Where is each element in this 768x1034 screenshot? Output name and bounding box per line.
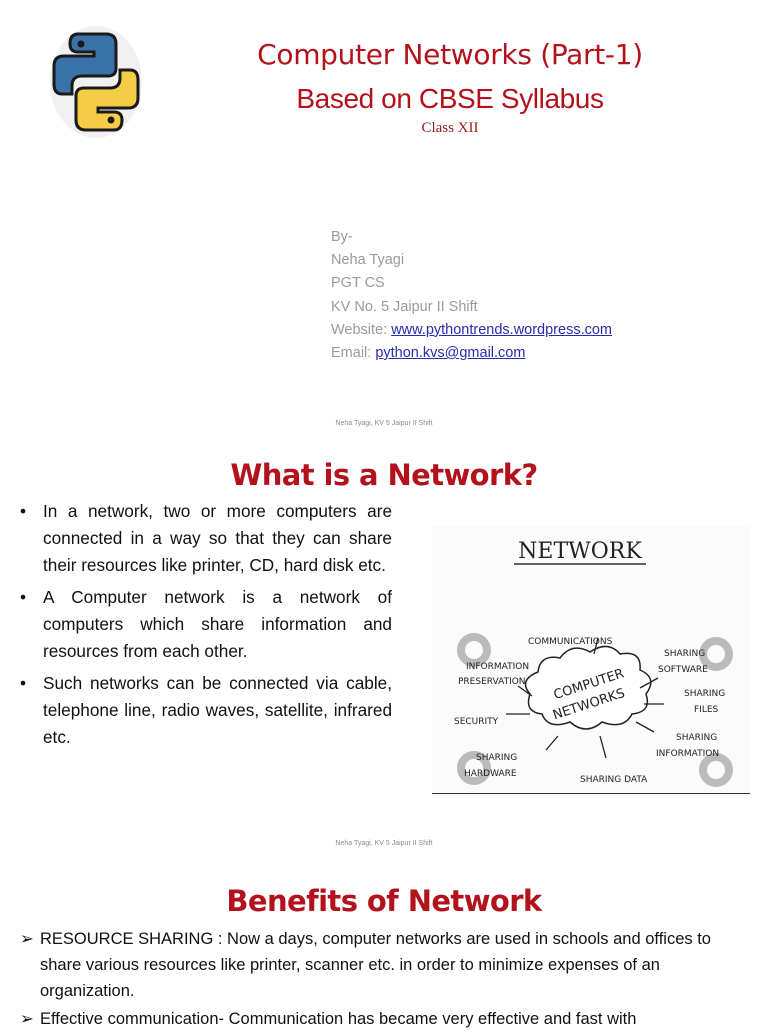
slide-footer: Neha Tyagi, KV 5 Jaipur II Shift — [335, 840, 433, 847]
class-label: Class XII — [421, 120, 479, 136]
bullet-item: •Such networks can be connected via cabl… — [20, 670, 392, 751]
website-link[interactable]: www.pythontrends.wordpress.com — [391, 321, 613, 338]
svg-text:SHARING: SHARING — [676, 733, 717, 743]
svg-text:SECURITY: SECURITY — [454, 717, 499, 727]
bullet-icon: • — [20, 673, 27, 693]
slide-title: What is a Network? — [230, 458, 538, 492]
author-block: By- Neha Tyagi PGT CS KV No. 5 Jaipur II… — [331, 226, 612, 365]
author-designation: PGT CS — [331, 275, 385, 292]
svg-text:INFORMATION: INFORMATION — [656, 749, 719, 759]
what-is-network-slide: What is a Network? •In a network, two or… — [0, 440, 768, 860]
svg-text:FILES: FILES — [694, 705, 719, 715]
arrow-bullet-icon: ➢ — [20, 1010, 34, 1028]
network-diagram-image: NETWORK COMPUTER NETWORKS COMMUNICATIONS… — [432, 526, 750, 794]
presentation-subtitle: Based on CBSE Syllabus — [296, 83, 604, 114]
email-label: Email: — [331, 345, 376, 362]
bullet-item: •A Computer network is a network of comp… — [20, 584, 392, 665]
email-link[interactable]: python.kvs@gmail.com — [375, 345, 526, 362]
python-logo-icon — [48, 24, 144, 140]
svg-text:SHARING: SHARING — [664, 649, 705, 659]
svg-text:SOFTWARE: SOFTWARE — [658, 665, 708, 675]
bullet-icon: • — [20, 587, 27, 607]
svg-text:COMMUNICATIONS: COMMUNICATIONS — [528, 637, 613, 647]
svg-text:HARDWARE: HARDWARE — [464, 769, 517, 779]
author-name: Neha Tyagi — [331, 252, 405, 269]
svg-text:SHARING: SHARING — [684, 689, 725, 699]
bullet-item: •In a network, two or more computers are… — [20, 498, 392, 579]
slide-footer: Neha Tyagi, KV 5 Jaipur II Shift — [335, 420, 433, 427]
author-website-row: Website: www.pythontrends.wordpress.com — [331, 319, 612, 342]
benefit-item: ➢RESOURCE SHARING : Now a days, computer… — [20, 926, 750, 1004]
benefits-slide: Benefits of Network ➢RESOURCE SHARING : … — [0, 860, 768, 1028]
bullet-list: •In a network, two or more computers are… — [20, 498, 392, 756]
svg-text:SHARING DATA: SHARING DATA — [580, 775, 648, 785]
svg-text:PRESERVATION: PRESERVATION — [458, 677, 526, 687]
bullet-icon: • — [20, 501, 27, 521]
presentation-title: Computer Networks (Part-1) — [257, 38, 643, 71]
benefits-list: ➢RESOURCE SHARING : Now a days, computer… — [20, 926, 750, 1034]
author-school: KV No. 5 Jaipur II Shift — [331, 298, 478, 315]
slide-title: Benefits of Network — [226, 884, 542, 918]
benefit-item: ➢Effective communication- Communication … — [20, 1006, 750, 1032]
author-email-row: Email: python.kvs@gmail.com — [331, 342, 612, 365]
svg-text:INFORMATION: INFORMATION — [466, 662, 529, 672]
arrow-bullet-icon: ➢ — [20, 930, 34, 948]
figure-heading: NETWORK — [518, 539, 642, 564]
title-slide: Computer Networks (Part-1) Based on CBSE… — [0, 0, 768, 440]
author-by: By- — [331, 229, 353, 245]
svg-text:SHARING: SHARING — [476, 753, 517, 763]
website-label: Website: — [331, 321, 392, 338]
